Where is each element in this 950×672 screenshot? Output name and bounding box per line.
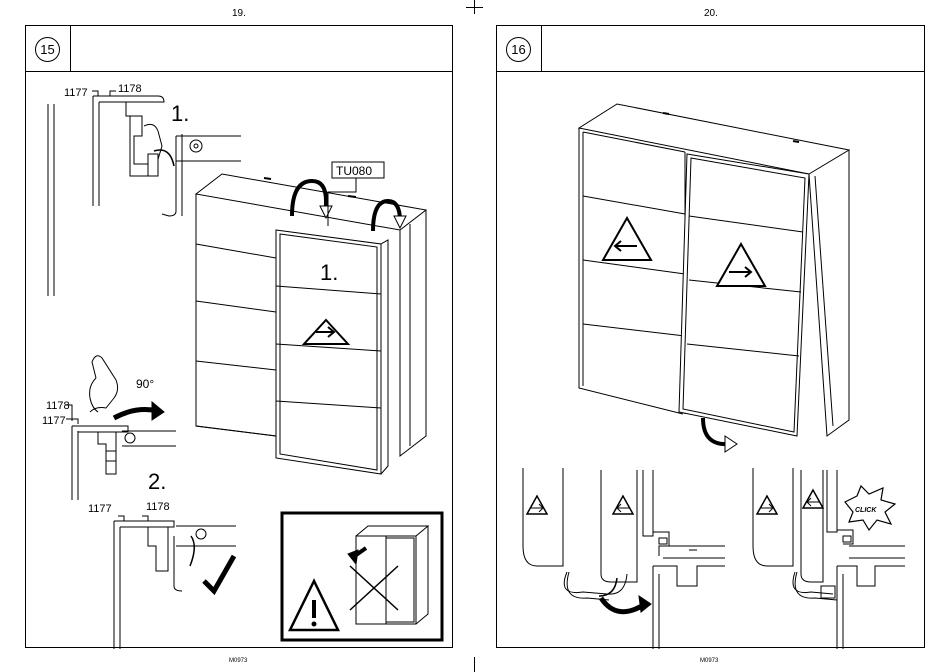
floor-guide-detail-right [753, 468, 905, 649]
label-1178-middle: 1178 [46, 400, 70, 412]
label-1178-bottom: 1178 [146, 501, 170, 513]
crop-mark-bottom [474, 657, 475, 672]
warning-box [282, 513, 442, 640]
direction-triangle-left-door [603, 218, 651, 260]
page-number-left: 19. [232, 8, 246, 19]
label-step-2: 2. [148, 469, 166, 494]
step-15-panel: 15 [25, 25, 453, 648]
click-label: CLICK [855, 507, 877, 514]
label-1177-bottom: 1177 [88, 503, 112, 515]
wardrobe-right [579, 104, 849, 452]
label-angle: 90° [136, 377, 154, 391]
rail-detail-bottom [114, 521, 236, 649]
wardrobe-left [196, 174, 426, 474]
footer-code-left: M0973 [229, 658, 247, 664]
rail-detail-top [48, 96, 241, 296]
step-16-panel: 16 [496, 25, 925, 648]
step-15-illustration: 1177 1178 1. TU080 1. 1178 1177 90° 2. 1… [26, 26, 454, 649]
step-16-illustration: CLICK [497, 26, 926, 649]
crop-mark-top-h [466, 7, 483, 8]
label-1178-top: 1178 [118, 83, 142, 95]
label-fitting-code: TU080 [336, 164, 372, 178]
label-step-1-door: 1. [320, 260, 338, 285]
label-1177-top: 1177 [64, 87, 88, 99]
footer-code-right: M0973 [700, 658, 718, 664]
label-step-1-top: 1. [171, 101, 189, 126]
label-1177-middle: 1177 [42, 415, 66, 427]
floor-guide-detail-left [523, 468, 725, 649]
page-number-right: 20. [704, 8, 718, 19]
